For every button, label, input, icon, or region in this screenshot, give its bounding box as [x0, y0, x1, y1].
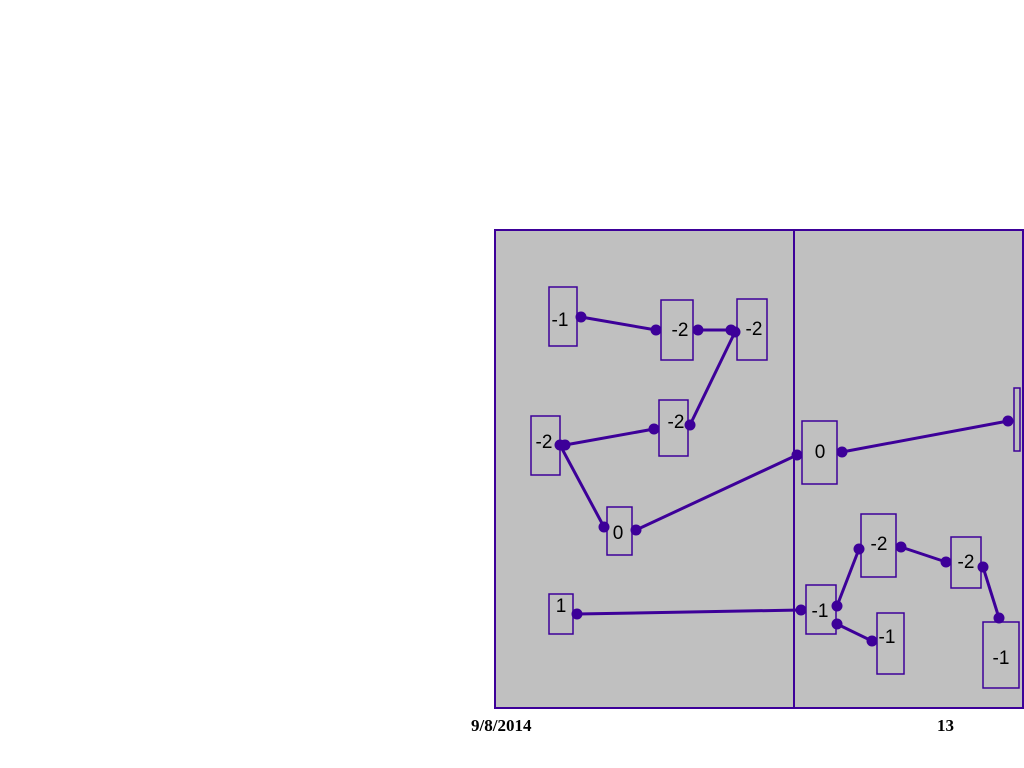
connector-dot [977, 561, 989, 573]
connector-dot [692, 324, 704, 336]
edge-n10-n13 [835, 622, 874, 643]
edge-n4-n6 [558, 443, 606, 529]
connector-dot [1002, 415, 1014, 427]
node-n4: -2 [530, 415, 561, 476]
connector-dot [650, 324, 662, 336]
node-n1: -1 [548, 286, 578, 347]
node-n11: -2 [860, 513, 897, 578]
node-n10: -1 [805, 584, 837, 635]
footer-date: 9/8/2014 [471, 716, 532, 735]
node-n14: -1 [982, 621, 1020, 689]
node-label: 0 [815, 442, 826, 463]
connector-dot [729, 326, 741, 338]
edge-n6-n8 [634, 453, 799, 532]
node-n12: -2 [950, 536, 982, 589]
node-n13: -1 [876, 612, 905, 675]
node-label: -1 [879, 627, 896, 648]
connector-dot [554, 439, 566, 451]
connector-dot [598, 521, 610, 533]
connector-dot [831, 618, 843, 630]
node-n7: 1 [548, 593, 574, 635]
node-label: -2 [958, 552, 975, 573]
node-n5: -2 [658, 399, 689, 457]
node-n6: 0 [606, 506, 633, 556]
node-box [736, 298, 768, 361]
node-label: -1 [993, 648, 1010, 669]
connector-dot [836, 446, 848, 458]
node-label: -2 [871, 534, 888, 555]
connector-dot [575, 311, 587, 323]
node-box [982, 621, 1020, 689]
edge-n10-n11 [835, 547, 861, 608]
connector-dot [940, 556, 952, 568]
edge-n3-n5 [688, 330, 737, 427]
edge-n8-n9 [840, 419, 1010, 454]
node-n9 [1013, 387, 1021, 452]
node-label: -1 [812, 601, 829, 622]
node-n2: -2 [660, 299, 694, 361]
connector-dot [571, 608, 583, 620]
node-box [660, 299, 694, 361]
connector-dot [791, 449, 803, 461]
node-box [1013, 387, 1021, 452]
connector-dot [684, 419, 696, 431]
edge-n12-n14 [981, 565, 1001, 620]
connector-dot [648, 423, 660, 435]
edge-n5-n4 [563, 427, 656, 447]
connector-dot [795, 604, 807, 616]
edge-n11-n12 [899, 545, 948, 564]
edge-n1-n2 [579, 315, 658, 332]
node-label: -2 [672, 320, 689, 341]
node-box [548, 286, 578, 347]
page-number: 13 [937, 716, 954, 735]
connector-dot [993, 612, 1005, 624]
node-label: 1 [556, 596, 567, 617]
node-label: 0 [613, 523, 624, 544]
node-box [548, 593, 574, 635]
node-label: -2 [536, 432, 553, 453]
node-label: -2 [746, 319, 763, 340]
connector-dot [831, 600, 843, 612]
connector-dot [866, 635, 878, 647]
connector-dot [895, 541, 907, 553]
edge-n7-n10 [575, 608, 803, 616]
connector-dot [630, 524, 642, 536]
connector-dot [853, 543, 865, 555]
node-n8: 0 [801, 420, 838, 485]
node-label: -2 [668, 412, 685, 433]
node-n3: -2 [736, 298, 768, 361]
node-box [876, 612, 905, 675]
node-label: -1 [552, 310, 569, 331]
